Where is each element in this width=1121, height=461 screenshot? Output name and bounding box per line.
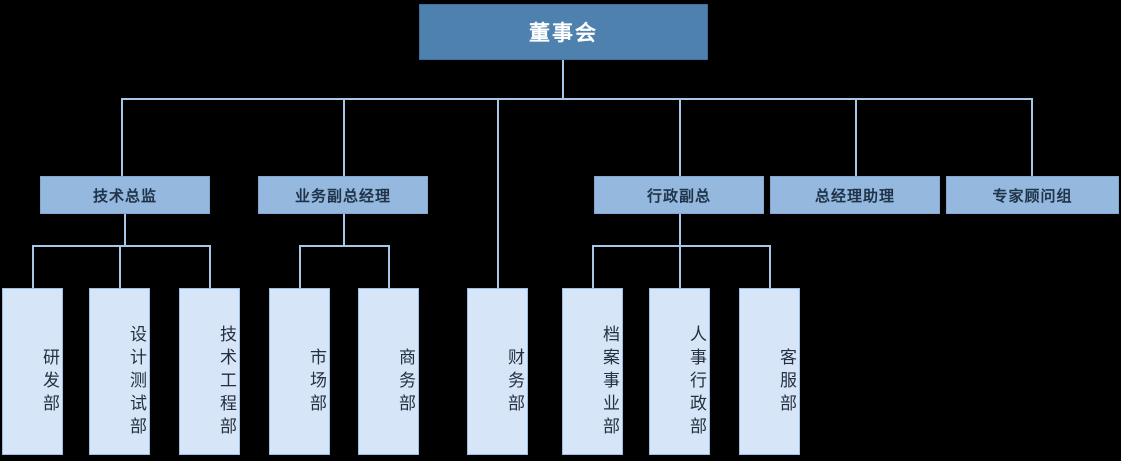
node-hr-admin-dept[interactable]: 人事行政部 bbox=[649, 288, 710, 455]
node-business-vp[interactable]: 业务副总经理 bbox=[258, 176, 428, 214]
connector-drop-market-dept bbox=[299, 245, 301, 288]
node-rd-dept[interactable]: 研发部 bbox=[2, 288, 63, 455]
connector-drop-expert-group bbox=[1031, 98, 1033, 176]
node-tech-eng-dept[interactable]: 技术工程部 bbox=[179, 288, 240, 455]
connector-drop-admin-vp bbox=[679, 98, 681, 176]
connector-stem-business-vp bbox=[343, 214, 345, 246]
connector-stem-admin-vp bbox=[679, 214, 681, 246]
connector-bus-tech-director bbox=[32, 245, 210, 247]
node-expert-group[interactable]: 专家顾问组 bbox=[946, 176, 1119, 214]
node-market-dept[interactable]: 市场部 bbox=[269, 288, 330, 455]
connector-drop-biz-dept bbox=[388, 245, 390, 288]
connector-drop-hr-dept bbox=[679, 245, 681, 288]
connector-stem-tech-director bbox=[124, 214, 126, 246]
node-tech-director[interactable]: 技术总监 bbox=[40, 176, 210, 214]
connector-drop-tech-eng bbox=[209, 245, 211, 288]
connector-drop-archive-dept bbox=[592, 245, 594, 288]
node-service-dept[interactable]: 客服部 bbox=[739, 288, 800, 455]
connector-bus-admin-vp bbox=[592, 245, 770, 247]
node-business-dept[interactable]: 商务部 bbox=[358, 288, 419, 455]
connector-drop-rd-dept bbox=[32, 245, 34, 288]
connector-root-stem bbox=[562, 60, 564, 100]
connector-drop-service-dept bbox=[769, 245, 771, 288]
connector-bus-business-vp bbox=[299, 245, 389, 247]
connector-drop-business-vp bbox=[343, 98, 345, 176]
connector-drop-tech-director bbox=[121, 98, 123, 176]
node-finance-dept[interactable]: 财务部 bbox=[467, 288, 528, 455]
node-archive-dept[interactable]: 档案事业部 bbox=[562, 288, 623, 455]
node-board-of-directors[interactable]: 董事会 bbox=[419, 4, 708, 60]
node-admin-vp[interactable]: 行政副总 bbox=[594, 176, 764, 214]
connector-drop-gm-assistant bbox=[855, 98, 857, 176]
node-gm-assistant[interactable]: 总经理助理 bbox=[770, 176, 940, 214]
node-design-test-dept[interactable]: 设计测试部 bbox=[89, 288, 150, 455]
connector-drop-finance-dept bbox=[497, 98, 499, 288]
connector-drop-design-test bbox=[119, 245, 121, 288]
connector-level2-bus bbox=[121, 98, 1033, 100]
